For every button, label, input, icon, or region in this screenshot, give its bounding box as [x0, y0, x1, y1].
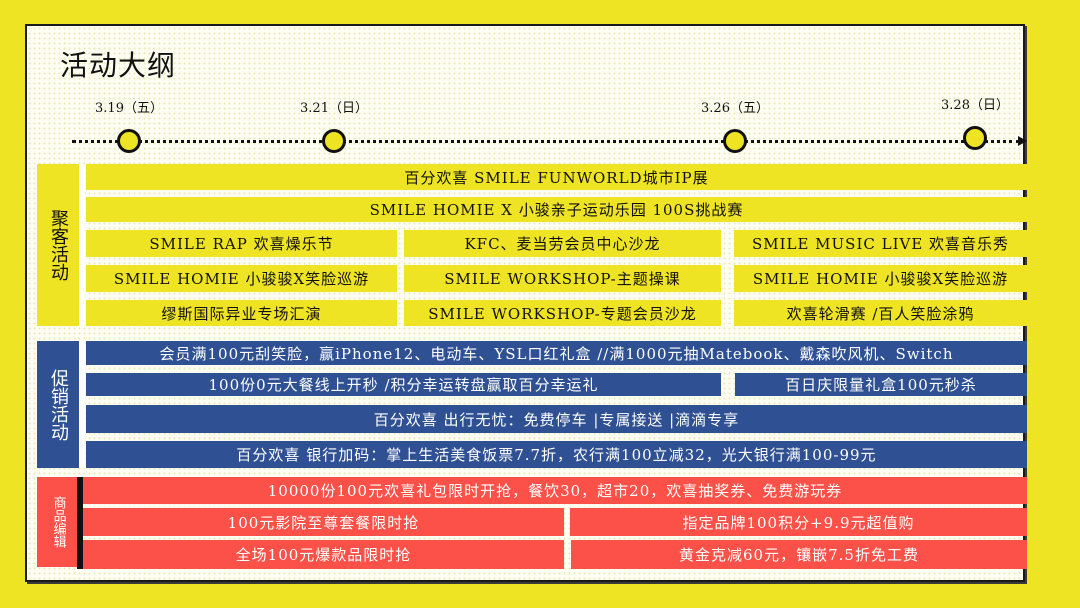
gathering-row-5-col-3: 欢喜轮滑赛 /百人笑脸涂鸦	[734, 300, 1027, 326]
page-title: 活动大纲	[60, 49, 177, 82]
milestone-2: 3.21（日）	[300, 101, 368, 153]
milestone-3: 3.26（五）	[701, 101, 769, 153]
section-label-gathering: 聚客活动	[37, 164, 79, 326]
timeline-arrow-icon	[1018, 136, 1027, 146]
promotion-row-3: 百分欢喜 出行无忧：免费停车 |专属接送 |滴滴专享	[86, 405, 1027, 433]
milestone-dot-icon	[963, 126, 987, 150]
merchandise-row-3-col-1: 全场100元爆款品限时抢	[83, 540, 564, 569]
gathering-row-5-col-1: 缪斯国际异业专场汇演	[86, 300, 397, 326]
milestone-dot-icon	[117, 129, 141, 153]
gathering-row-4-col-2: SMILE WORKSHOP-主题操课	[404, 265, 721, 292]
gathering-row-4-col-3: SMILE HOMIE 小骏骏X笑脸巡游	[734, 265, 1027, 292]
section-divider	[79, 164, 85, 326]
gathering-row-2: SMILE HOMIE X 小骏亲子运动乐园 100S挑战赛	[86, 197, 1027, 222]
gathering-row-3-col-3: SMILE MUSIC LIVE 欢喜音乐秀	[734, 230, 1027, 257]
milestone-date: 3.26（五）	[701, 101, 769, 116]
gathering-row-3-col-2: KFC、麦当劳会员中心沙龙	[404, 230, 721, 257]
promotion-row-1: 会员满100元刮笑脸，赢iPhone12、电动车、YSL口红礼盒 //满1000…	[86, 341, 1027, 365]
gathering-row-5-col-2: SMILE WORKSHOP-专题会员沙龙	[404, 300, 721, 326]
section-label-merchandise: 商品编辑	[37, 477, 78, 567]
section-divider	[79, 341, 85, 468]
milestone-date: 3.28（日）	[941, 98, 1009, 113]
milestone-dot-icon	[322, 129, 346, 153]
promotion-row-2-col-2: 百日庆限量礼盒100元秒杀	[735, 373, 1027, 396]
promotion-row-4: 百分欢喜 银行加码：掌上生活美食饭票7.7折，农行满100立减32，光大银行满1…	[86, 441, 1027, 468]
merchandise-row-2-col-2: 指定品牌100积分+9.9元超值购	[570, 508, 1027, 536]
timeline-line	[72, 140, 1020, 143]
milestone-dot-icon	[723, 129, 747, 153]
milestone-date: 3.19（五）	[95, 101, 163, 116]
merchandise-row-2-col-1: 100元影院至尊套餐限时抢	[83, 508, 564, 536]
section-label-promotion: 促销活动	[37, 341, 79, 468]
milestone-1: 3.19（五）	[95, 101, 163, 153]
gathering-row-1: 百分欢喜 SMILE FUNWORLD城市IP展	[86, 164, 1027, 190]
merchandise-row-3-col-2: 黄金克减60元，镶嵌7.5折免工费	[571, 540, 1027, 569]
gathering-row-3-col-1: SMILE RAP 欢喜燥乐节	[86, 230, 397, 257]
gathering-row-4-col-1: SMILE HOMIE 小骏骏X笑脸巡游	[86, 265, 397, 292]
promotion-row-2-col-1: 100份0元大餐线上开秒 /积分幸运转盘赢取百分幸运礼	[86, 373, 721, 396]
milestone-date: 3.21（日）	[300, 101, 368, 116]
milestone-4: 3.28（日）	[941, 98, 1009, 150]
section-divider-black	[77, 477, 83, 569]
merchandise-row-1: 10000份100元欢喜礼包限时开抢，餐饮30，超市20，欢喜抽奖券、免费游玩券	[83, 477, 1027, 504]
